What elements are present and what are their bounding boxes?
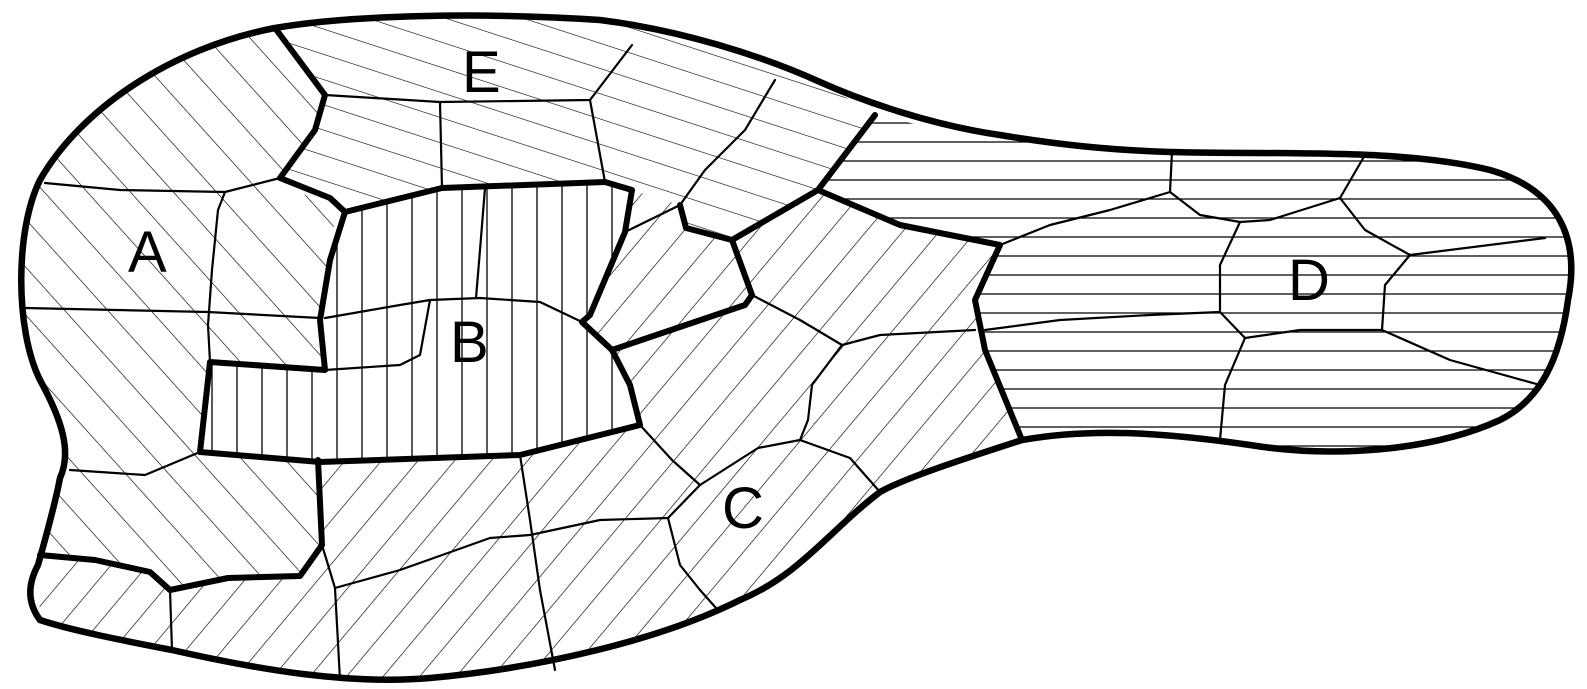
region-label-d: D xyxy=(1288,248,1330,313)
region-label-e: E xyxy=(462,40,501,105)
region-label-c: C xyxy=(722,476,764,541)
region-label-a: A xyxy=(128,220,167,285)
region-label-b: B xyxy=(450,310,489,375)
